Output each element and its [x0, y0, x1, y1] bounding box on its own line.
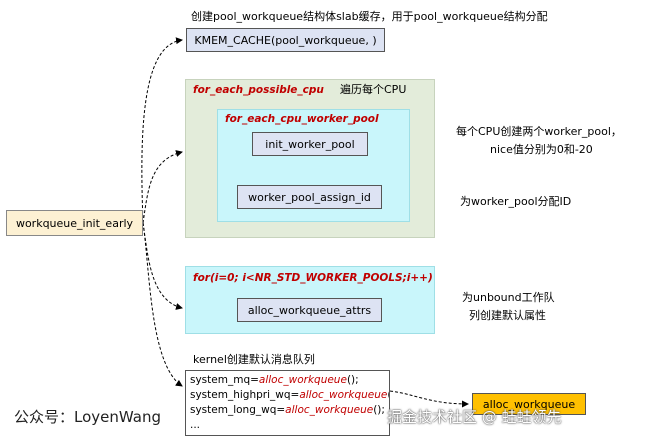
workqueue-init-early-box: workqueue_init_early: [6, 210, 143, 236]
arrow-to-kernel-list: [142, 222, 183, 387]
kernel-queue-note: kernel创建默认消息队列: [193, 353, 315, 366]
system-long-wq-line: system_long_wq=alloc_workqueue();: [190, 403, 389, 418]
worker-pool-assign-id-box: worker_pool_assign_id: [237, 185, 382, 209]
worker-pool-note-line2: nice值分别为0和-20: [490, 143, 593, 156]
kmem-cache-note: 创建pool_workqueue结构体slab缓存，用于pool_workque…: [191, 10, 548, 23]
system-highpri-wq-line: system_highpri_wq=alloc_workqueue();: [190, 388, 389, 403]
unbound-note-line1: 为unbound工作队: [462, 291, 555, 304]
line-fn: alloc_workqueue: [285, 404, 374, 416]
watermark-right: 掘金技术社区 @ 蛙蛙领先: [387, 408, 562, 426]
possible-cpu-note: 遍历每个CPU: [340, 83, 407, 96]
alloc-workqueue-box: alloc_workqueue: [472, 393, 586, 415]
line-fn: alloc_workqueue: [299, 389, 388, 401]
system-mq-line: system_mq=alloc_workqueue();: [190, 373, 389, 388]
line-suffix: ();: [373, 404, 385, 416]
arrow-to-alloc-attrs: [142, 222, 183, 310]
kernel-queue-list: system_mq=alloc_workqueue(); system_high…: [185, 370, 390, 436]
line-prefix: system_highpri_wq=: [190, 389, 300, 401]
more-lines-ellipsis: ...: [190, 419, 201, 431]
arrow-to-init-worker-pool: [142, 150, 183, 224]
line-prefix: system_long_wq=: [190, 404, 286, 416]
arrow-to-alloc-workqueue: [389, 390, 469, 408]
line-prefix: system_mq=: [190, 374, 259, 386]
kmem-cache-box: KMEM_CACHE(pool_workqueue, ): [186, 28, 385, 52]
arrow-to-kmem-cache: [141, 37, 183, 224]
assign-id-note: 为worker_pool分配ID: [460, 195, 572, 208]
worker-pool-note-line1: 每个CPU创建两个worker_pool，: [456, 125, 622, 138]
init-worker-pool-box: init_worker_pool: [252, 132, 368, 156]
worker-pool-label: for_each_cpu_worker_pool: [225, 113, 379, 125]
unbound-loop-label: for(i=0; i<NR_STD_WORKER_POOLS;i++): [193, 272, 433, 284]
possible-cpu-label: for_each_possible_cpu: [193, 84, 324, 96]
unbound-note-line2: 列创建默认属性: [469, 309, 546, 322]
watermark-left: 公众号：LoyenWang: [14, 408, 161, 426]
line-suffix: ();: [387, 389, 389, 401]
line-suffix: ();: [346, 374, 359, 386]
alloc-workqueue-attrs-box: alloc_workqueue_attrs: [237, 298, 382, 322]
line-fn: alloc_workqueue: [258, 374, 347, 386]
